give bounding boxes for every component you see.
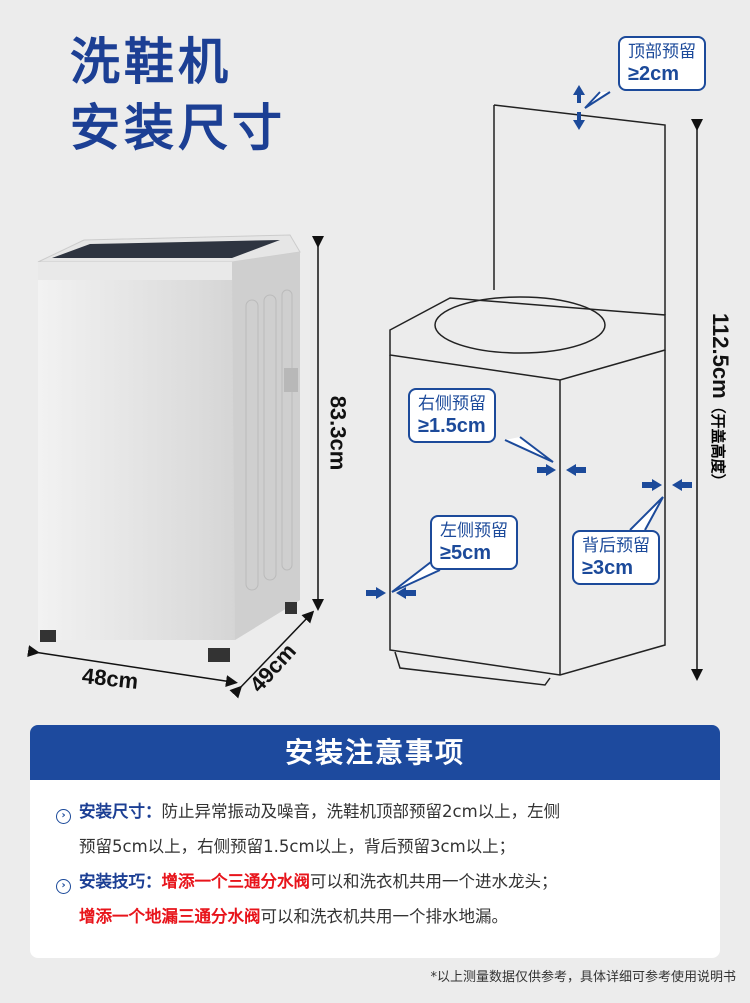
title-line1: 洗鞋机 xyxy=(70,33,232,91)
callout-right: 右侧预留≥1.5cm xyxy=(408,388,496,443)
open-height-label: 112.5cm（开盖高度） xyxy=(707,313,733,533)
callout-value: ≥2cm xyxy=(628,63,680,85)
footer-disclaimer: *以上测量数据仅供参考，具体详细可参考使用说明书 xyxy=(430,970,736,985)
open-height-note: （开盖高度） xyxy=(709,398,727,489)
notes-panel: › 安装尺寸：防止异常振动及噪音，洗鞋机顶部预留2cm以上，左侧 预留5cm以上，… xyxy=(30,780,720,958)
note1-text1: 防止异常振动及噪音，洗鞋机顶部预留2cm以上，左侧 xyxy=(161,802,561,821)
outline-drawing xyxy=(389,104,666,686)
washer-image xyxy=(37,234,301,662)
note2-red1: 增添一个三通分水阀 xyxy=(161,872,311,891)
note2-red2: 增添一个地漏三通分水阀 xyxy=(79,907,261,926)
notes-heading: 安装注意事项 xyxy=(30,725,720,781)
callout-label: 背后预留 xyxy=(582,536,650,556)
callout-label: 左侧预留 xyxy=(440,521,508,541)
callout-value: ≥1.5cm xyxy=(418,415,486,437)
dimension-lines xyxy=(27,119,703,699)
note1-label: 安装尺寸： xyxy=(79,802,162,821)
note2-text2: 可以和洗衣机共用一个排水地漏。 xyxy=(260,907,509,926)
title-line2: 安装尺寸 xyxy=(70,99,286,157)
open-height-value: 112.5cm xyxy=(708,313,733,399)
callout-label: 顶部预留 xyxy=(628,42,696,62)
note1-text2: 预留5cm以上，右侧预留1.5cm以上，背后预留3cm以上； xyxy=(79,837,516,856)
product-diagram xyxy=(27,85,703,699)
chevron-right-icon: › xyxy=(56,879,71,894)
chevron-right-icon: › xyxy=(56,809,71,824)
note2-label: 安装技巧： xyxy=(79,872,162,891)
callout-label: 右侧预留 xyxy=(418,394,486,414)
callout-value: ≥3cm xyxy=(582,557,634,579)
callout-back: 背后预留≥3cm xyxy=(572,530,660,585)
callout-value: ≥5cm xyxy=(440,542,492,564)
arrow-icons xyxy=(366,85,692,599)
callout-top: 顶部预留≥2cm xyxy=(618,36,706,91)
height-label: 83.3cm xyxy=(325,395,351,471)
note2-text1: 可以和洗衣机共用一个进水龙头； xyxy=(310,872,558,891)
callout-left: 左侧预留≥5cm xyxy=(430,515,518,570)
